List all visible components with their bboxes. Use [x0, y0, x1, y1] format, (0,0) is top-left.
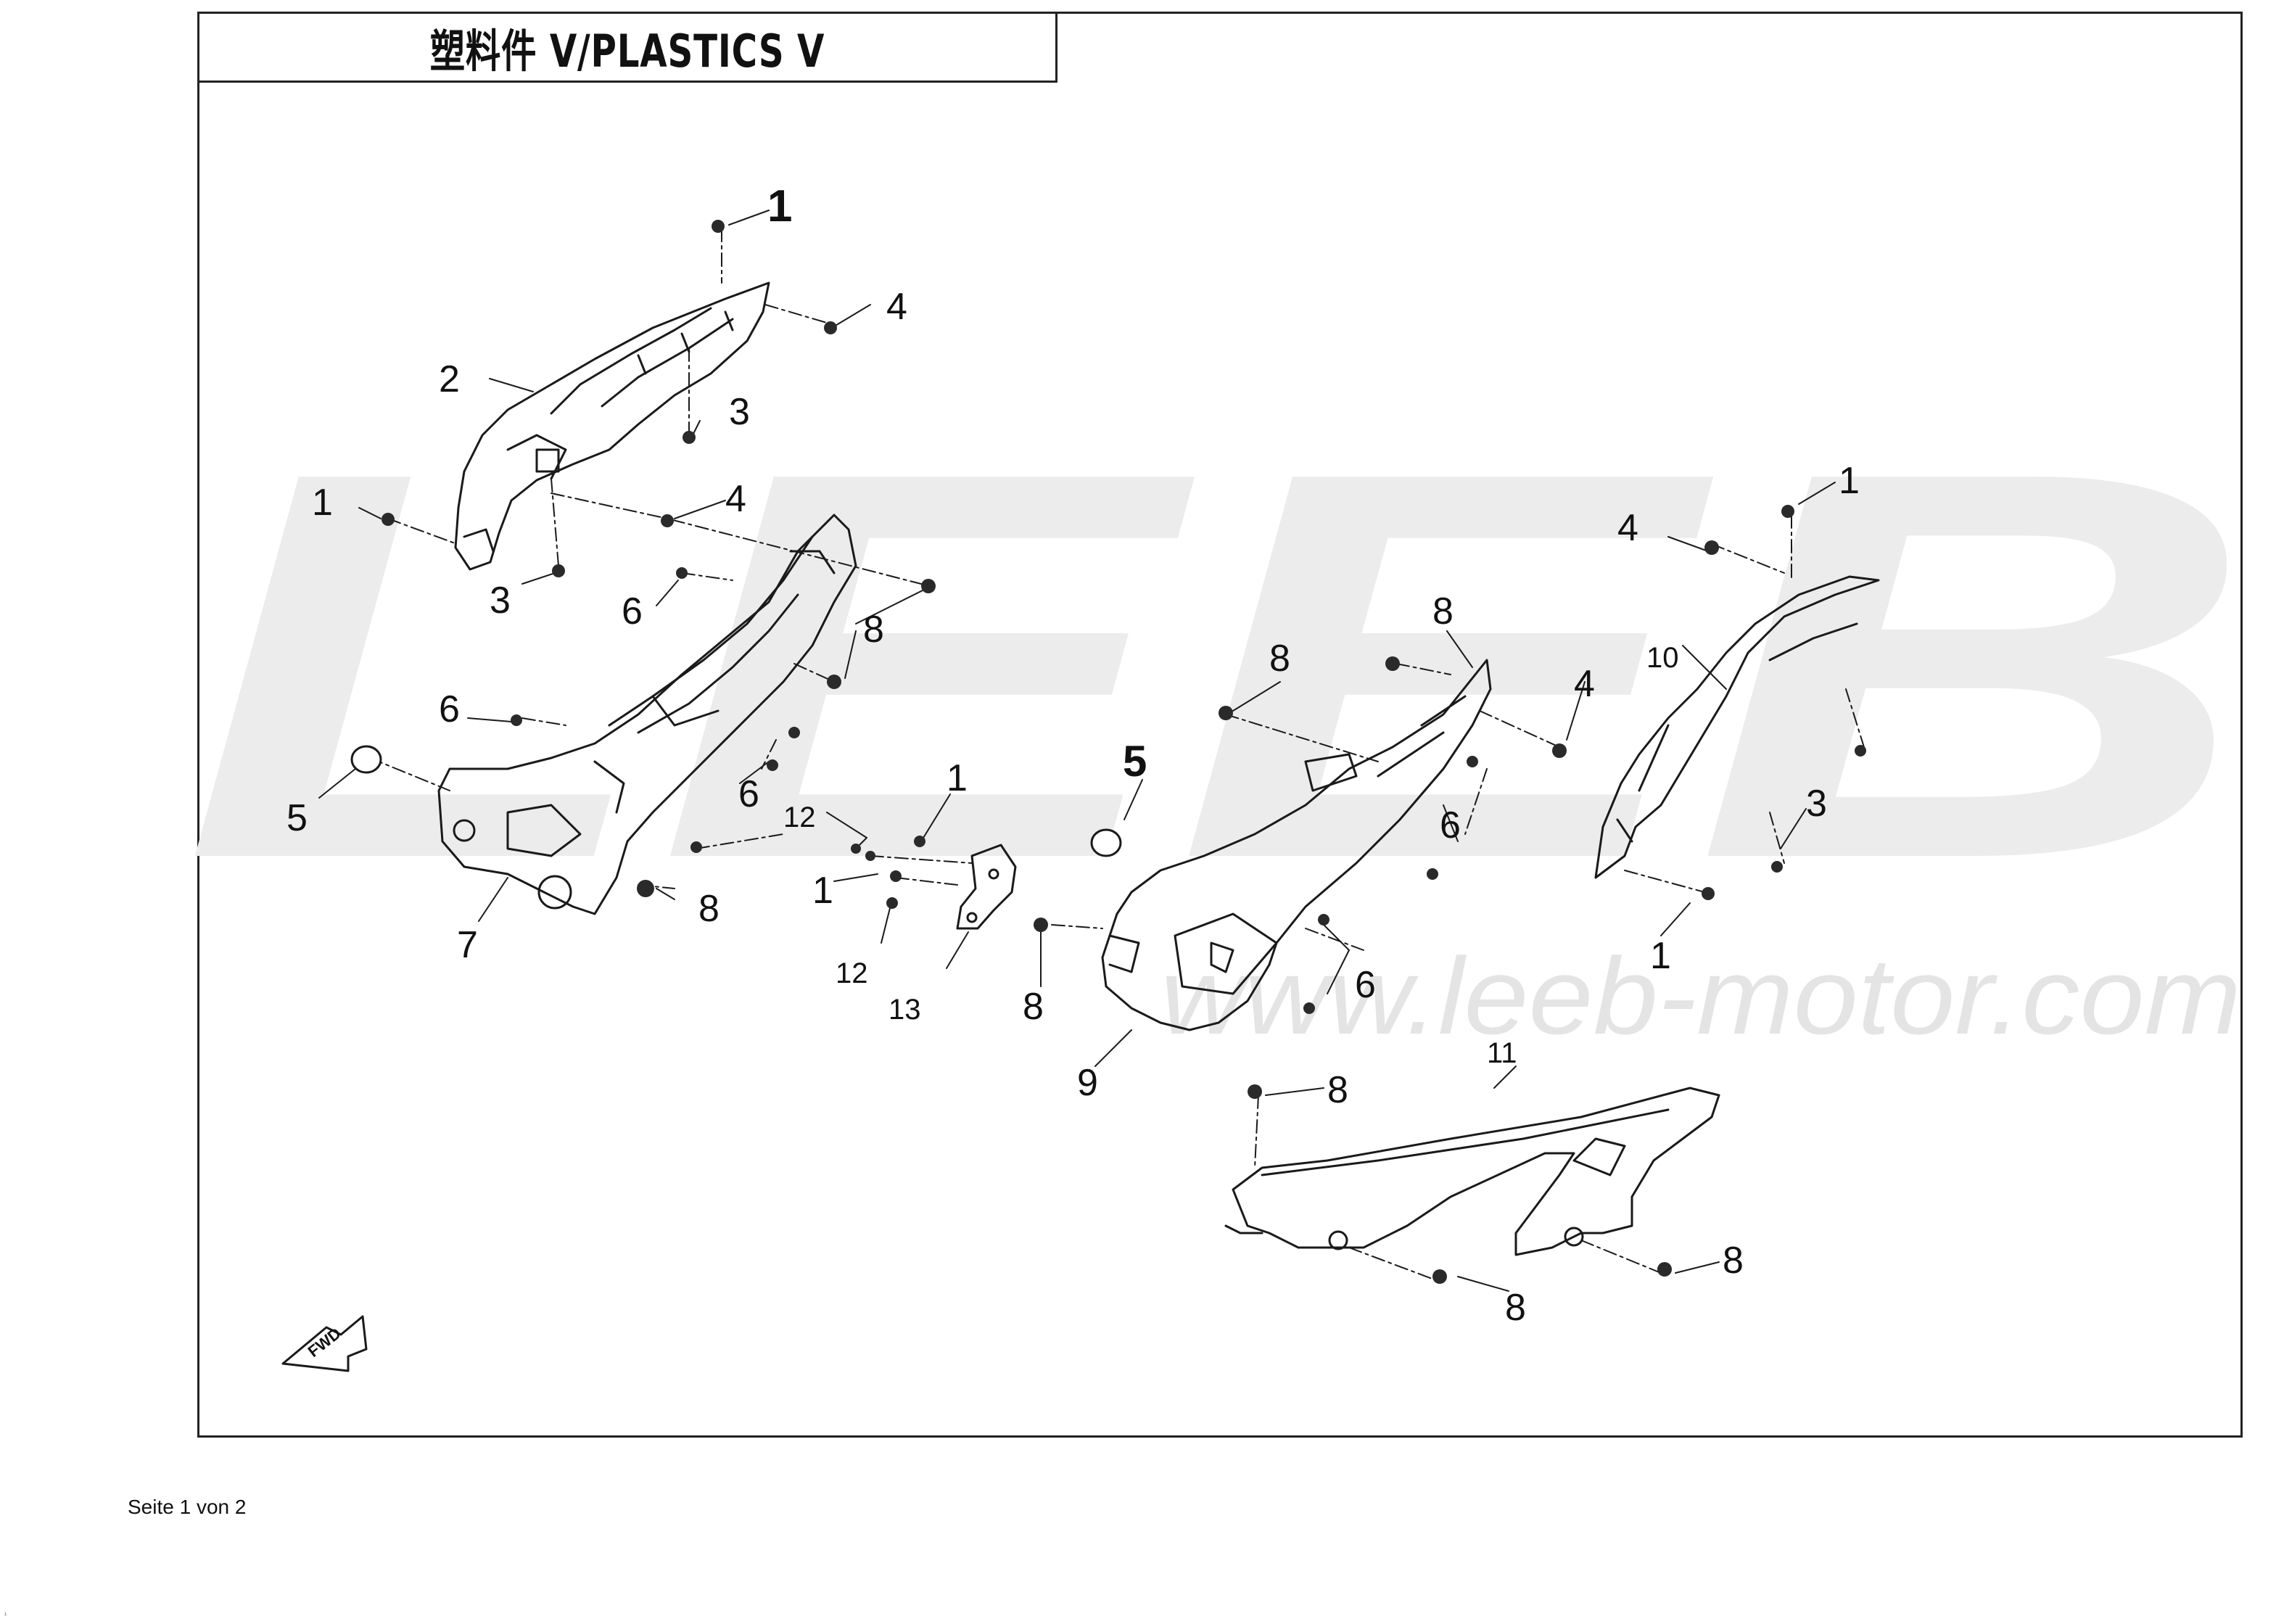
fastener: [914, 836, 925, 847]
fastener: [552, 564, 565, 577]
fastener: [1467, 756, 1478, 767]
callout-8: 8: [1327, 1069, 1348, 1111]
part-7-side-cover: [437, 514, 857, 915]
callout-12: 12: [783, 801, 816, 833]
callout-6: 6: [622, 590, 643, 632]
callout-1: 1: [947, 757, 968, 799]
callout-4: 4: [1574, 663, 1595, 705]
part-13-bracket: [956, 844, 1017, 930]
corner-mark: ¹: [4, 1612, 7, 1620]
watermark-url: www.leeb-motor.com: [1160, 935, 2241, 1057]
fastener: [637, 880, 654, 897]
fastener: [1704, 540, 1719, 555]
callout-5: 5: [286, 797, 308, 839]
callout-1: 1: [1839, 460, 1860, 502]
callout-8: 8: [698, 888, 720, 930]
fastener: [827, 675, 841, 689]
callout-8: 8: [1432, 590, 1454, 632]
callout-5: 5: [1123, 737, 1147, 786]
fastener: [824, 321, 837, 334]
fastener: [1855, 745, 1866, 757]
callout-1: 1: [1650, 935, 1671, 977]
callout-6: 6: [1355, 964, 1376, 1006]
fastener: [1771, 861, 1783, 873]
callout-3: 3: [1806, 783, 1827, 825]
pointer-lines: [318, 210, 1836, 1292]
callout-4: 4: [886, 286, 907, 328]
fastener: [1303, 1002, 1315, 1014]
fastener: [1385, 656, 1400, 671]
page-title: 塑料件 V/PLASTICS V: [429, 25, 825, 78]
fasteners: [382, 220, 1866, 1284]
grommet: [1090, 828, 1122, 857]
callout-3: 3: [490, 580, 511, 622]
watermark-logo: LEEB: [181, 358, 2256, 973]
callout-3: 3: [729, 391, 750, 433]
fastener: [1318, 914, 1329, 926]
fastener: [886, 897, 898, 909]
page-footer: Seite 1 von 2: [128, 1496, 247, 1518]
callout-1: 1: [812, 870, 833, 912]
callout-9: 9: [1077, 1062, 1098, 1104]
callout-8: 8: [863, 609, 884, 651]
grommet: [350, 745, 382, 774]
callout-6: 6: [738, 773, 759, 815]
callout-10: 10: [1646, 642, 1679, 674]
callout-7: 7: [457, 924, 478, 966]
fastener: [690, 841, 702, 853]
callout-6: 6: [1440, 804, 1461, 846]
callout-1: 1: [767, 181, 792, 231]
callout-2: 2: [439, 358, 460, 400]
fastener: [890, 870, 902, 882]
fwd-arrow: [281, 1315, 368, 1372]
fastener: [382, 513, 395, 526]
callout-13: 13: [888, 994, 921, 1026]
callout-8: 8: [1723, 1240, 1744, 1282]
callout-4: 4: [1617, 507, 1638, 549]
fastener: [1781, 505, 1794, 518]
fastener: [1432, 1269, 1447, 1284]
fastener: [767, 759, 778, 771]
fastener: [1427, 868, 1438, 880]
callout-4: 4: [725, 478, 746, 520]
part-10-rear-cover: [1594, 575, 1880, 879]
fastener: [851, 844, 861, 854]
title-box: 塑料件 V/PLASTICS V: [197, 12, 1057, 83]
part-2-rear-rail: [454, 281, 770, 571]
fastener: [661, 514, 674, 527]
callout-1: 1: [312, 482, 333, 524]
fastener: [1219, 706, 1233, 720]
fastener: [921, 579, 936, 593]
fastener: [865, 851, 875, 861]
callout-8: 8: [1505, 1287, 1526, 1329]
fastener: [1552, 743, 1567, 758]
callout-8: 8: [1023, 986, 1044, 1028]
fastener: [1248, 1084, 1262, 1099]
part-9-lower-panel: [1101, 659, 1492, 1031]
fastener: [712, 220, 725, 233]
fastener: [683, 431, 696, 444]
callout-11: 11: [1487, 1037, 1517, 1069]
grommets: [350, 745, 1122, 857]
fastener: [511, 714, 522, 726]
fastener: [788, 727, 800, 738]
diagram-frame: [197, 12, 2243, 1438]
callout-6: 6: [439, 688, 460, 730]
fastener: [676, 567, 688, 579]
callout-labels: 1 4 2 3 1 4 3 6 8 6 6 5 12 1 1 8 7 12 13…: [286, 181, 1860, 1329]
fastener: [1657, 1262, 1672, 1277]
fastener: [1702, 887, 1715, 900]
fastener: [1034, 918, 1048, 932]
part-11-chain-guard: [1224, 1087, 1720, 1256]
callout-12: 12: [836, 957, 868, 989]
callout-8: 8: [1269, 638, 1290, 680]
